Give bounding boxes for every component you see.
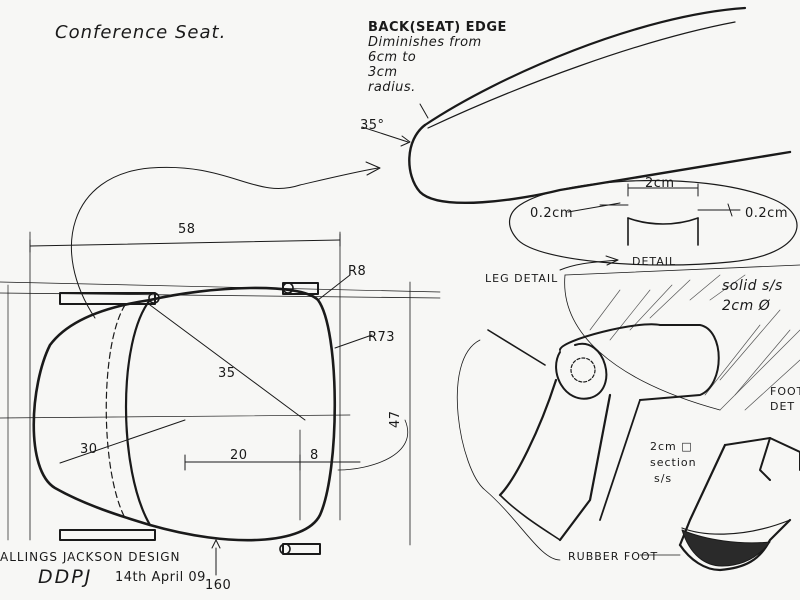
dim-inner-width: 20 (230, 448, 248, 463)
dim-side-radius: R73 (368, 330, 396, 345)
studio-credit: ALLINGS JACKSON DESIGN (0, 550, 181, 564)
detail-callout (509, 179, 798, 271)
foot-note-1: FOOT (770, 385, 800, 398)
back-edge-line-3: 3cm (368, 65, 398, 80)
dim-bottom: 160 (205, 578, 232, 593)
detail-caption: DETAIL (632, 255, 677, 268)
section-note-3: s/s (654, 472, 673, 485)
angle-label: 35° (360, 118, 385, 133)
back-edge-note: BACK(SEAT) EDGE Diminishes from 6cm to 3… (368, 20, 507, 95)
detail-width-label: 2cm (645, 176, 675, 191)
section-note-2: section (650, 456, 697, 469)
solid-note-2: 2cm Ø (722, 298, 771, 314)
pointer-arrow (71, 161, 381, 319)
sketch-title: Conference Seat. (55, 22, 227, 43)
dim-corner-radius: R8 (348, 264, 367, 279)
designer-initials: DDPJ (38, 566, 93, 588)
leg-detail-drawing (456, 264, 800, 572)
back-edge-line-2: 6cm to (368, 50, 417, 65)
section-note-1: 2cm □ (650, 440, 693, 453)
back-edge-heading: BACK(SEAT) EDGE (368, 20, 507, 35)
sketch-date: 14th April 09 (115, 570, 206, 585)
rubber-foot-label: RUBBER FOOT (568, 550, 659, 563)
leg-detail-title: LEG DETAIL (485, 272, 559, 285)
back-edge-profile (361, 6, 792, 205)
dim-inner-offset: 8 (310, 448, 319, 463)
seat-plan (0, 231, 441, 576)
dim-depth: 47 (388, 410, 403, 428)
detail-left-label: 0.2cm (530, 206, 573, 221)
solid-note-1: solid s/s (722, 278, 783, 294)
dim-width: 58 (178, 222, 196, 237)
detail-right-label: 0.2cm (745, 206, 788, 221)
back-edge-line-4: radius. (368, 80, 416, 95)
dim-front: 30 (80, 442, 98, 457)
foot-note-2: DET (770, 400, 796, 413)
dim-diagonal: 35 (218, 366, 236, 381)
back-edge-line-1: Diminishes from (368, 35, 482, 50)
